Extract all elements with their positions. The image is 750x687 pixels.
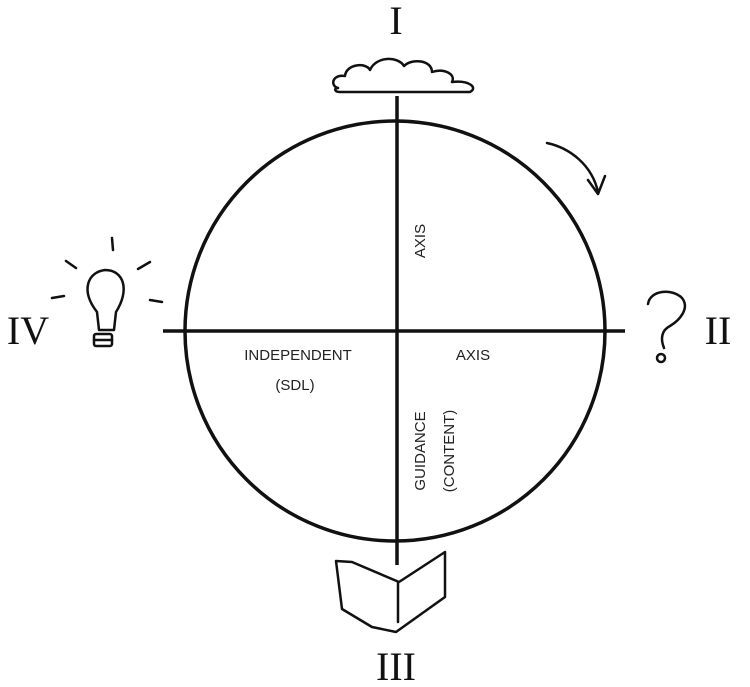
independent-sub-label: (SDL) bbox=[275, 377, 314, 394]
lightbulb-icon bbox=[50, 236, 164, 348]
quadrant-label-iv: IV bbox=[7, 308, 49, 353]
cloud-icon bbox=[332, 57, 475, 94]
guidance-label: GUIDANCE bbox=[412, 411, 429, 490]
quadrant-label-ii: II bbox=[705, 308, 732, 353]
quadrant-label-iii: III bbox=[376, 644, 416, 687]
independent-label: INDEPENDENT bbox=[244, 347, 352, 364]
horizontal-axis-label: AXIS bbox=[456, 347, 490, 364]
question-mark-icon bbox=[646, 290, 687, 364]
curved-arrow-icon bbox=[545, 141, 607, 196]
guidance-sub-label: (CONTENT) bbox=[441, 410, 458, 493]
book-icon bbox=[334, 550, 447, 634]
quadrant-label-i: I bbox=[389, 0, 402, 43]
vertical-axis-label: AXIS bbox=[412, 224, 429, 258]
